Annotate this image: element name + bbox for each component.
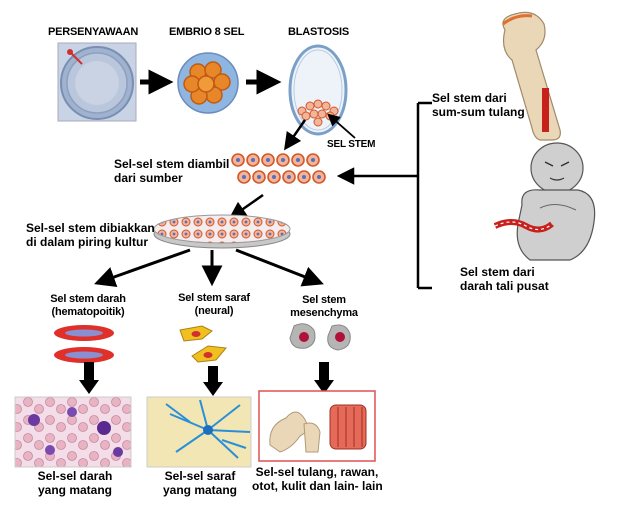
label-mature-nerve: Sel-sel saraf yang matang bbox=[162, 469, 237, 497]
cord-blood-baby-image bbox=[493, 142, 596, 261]
arrow-cells-to-dish bbox=[228, 193, 264, 220]
nerve-stem-cells-image bbox=[179, 325, 227, 363]
stem-cell-nucleus bbox=[236, 158, 240, 162]
stem-cell-nucleus bbox=[281, 158, 285, 162]
stem-cell-nucleus bbox=[287, 175, 291, 179]
blood-stem-cells-image bbox=[54, 325, 114, 363]
arrow-nerve-to-mature bbox=[203, 366, 223, 396]
arrow-dish-to-blood bbox=[94, 248, 191, 287]
source-bracket bbox=[416, 101, 432, 290]
blastocyst-image bbox=[288, 44, 348, 136]
arrow-blastocyst-to-cells bbox=[284, 119, 307, 151]
stem-cell-nucleus bbox=[257, 175, 261, 179]
stem-cell-nucleus bbox=[296, 158, 300, 162]
label-taken-from-source: Sel-sel stem diambil dari sumber bbox=[114, 157, 230, 185]
culture-dish-image bbox=[153, 214, 291, 249]
label-cultured-in-dish: Sel-sel stem dibiakkan di dalam piring k… bbox=[26, 221, 155, 249]
arrow-dish-to-mesenchyme bbox=[235, 248, 324, 287]
mature-nerve-cells-image bbox=[146, 396, 252, 468]
extracted-stem-cells bbox=[231, 153, 326, 184]
stem-cell-nucleus bbox=[311, 158, 315, 162]
mature-blood-cells-image bbox=[14, 396, 132, 468]
label-mesenchyme-stem: Sel stem mesenchyma bbox=[290, 294, 358, 319]
fertilized-egg-image bbox=[57, 42, 137, 122]
label-nerve-stem: Sel stem saraf (neural) bbox=[178, 292, 250, 317]
stem-cell-nucleus bbox=[242, 175, 246, 179]
label-mature-tissue: Sel-sel tulang, rawan, otot, kulit dan l… bbox=[252, 465, 383, 493]
mature-tissue-image bbox=[258, 390, 376, 462]
label-blood-stem: Sel stem darah (hematopoitik) bbox=[50, 293, 126, 318]
stem-cell-nucleus bbox=[272, 175, 276, 179]
stem-cell-nucleus bbox=[317, 175, 321, 179]
stem-cell-nucleus bbox=[266, 158, 270, 162]
stem-cell-nucleus bbox=[302, 175, 306, 179]
stem-cell-pointer bbox=[327, 113, 356, 139]
label-mature-blood: Sel-sel darah yang matang bbox=[37, 469, 113, 497]
label-stem-cell-tag: SEL STEM bbox=[327, 139, 376, 150]
mesenchyme-stem-cells-image bbox=[289, 323, 351, 351]
label-fertilization: PERSENYAWAAN bbox=[48, 26, 139, 38]
arrow-blood-to-mature bbox=[79, 362, 99, 394]
embryo-8-cell-image bbox=[177, 52, 239, 114]
label-bone-marrow-source: Sel stem dari sum-sum tulang bbox=[432, 91, 525, 119]
arrow-mesenchyme-to-mature bbox=[314, 362, 334, 394]
label-embryo-8-cell: EMBRIO 8 SEL bbox=[169, 26, 245, 38]
bone-marrow-femur-image bbox=[502, 11, 561, 141]
label-blastocyst: BLASTOSIS bbox=[288, 26, 349, 38]
label-cord-blood-source: Sel stem dari darah tali pusat bbox=[460, 265, 549, 293]
stem-cell-nucleus bbox=[251, 158, 255, 162]
